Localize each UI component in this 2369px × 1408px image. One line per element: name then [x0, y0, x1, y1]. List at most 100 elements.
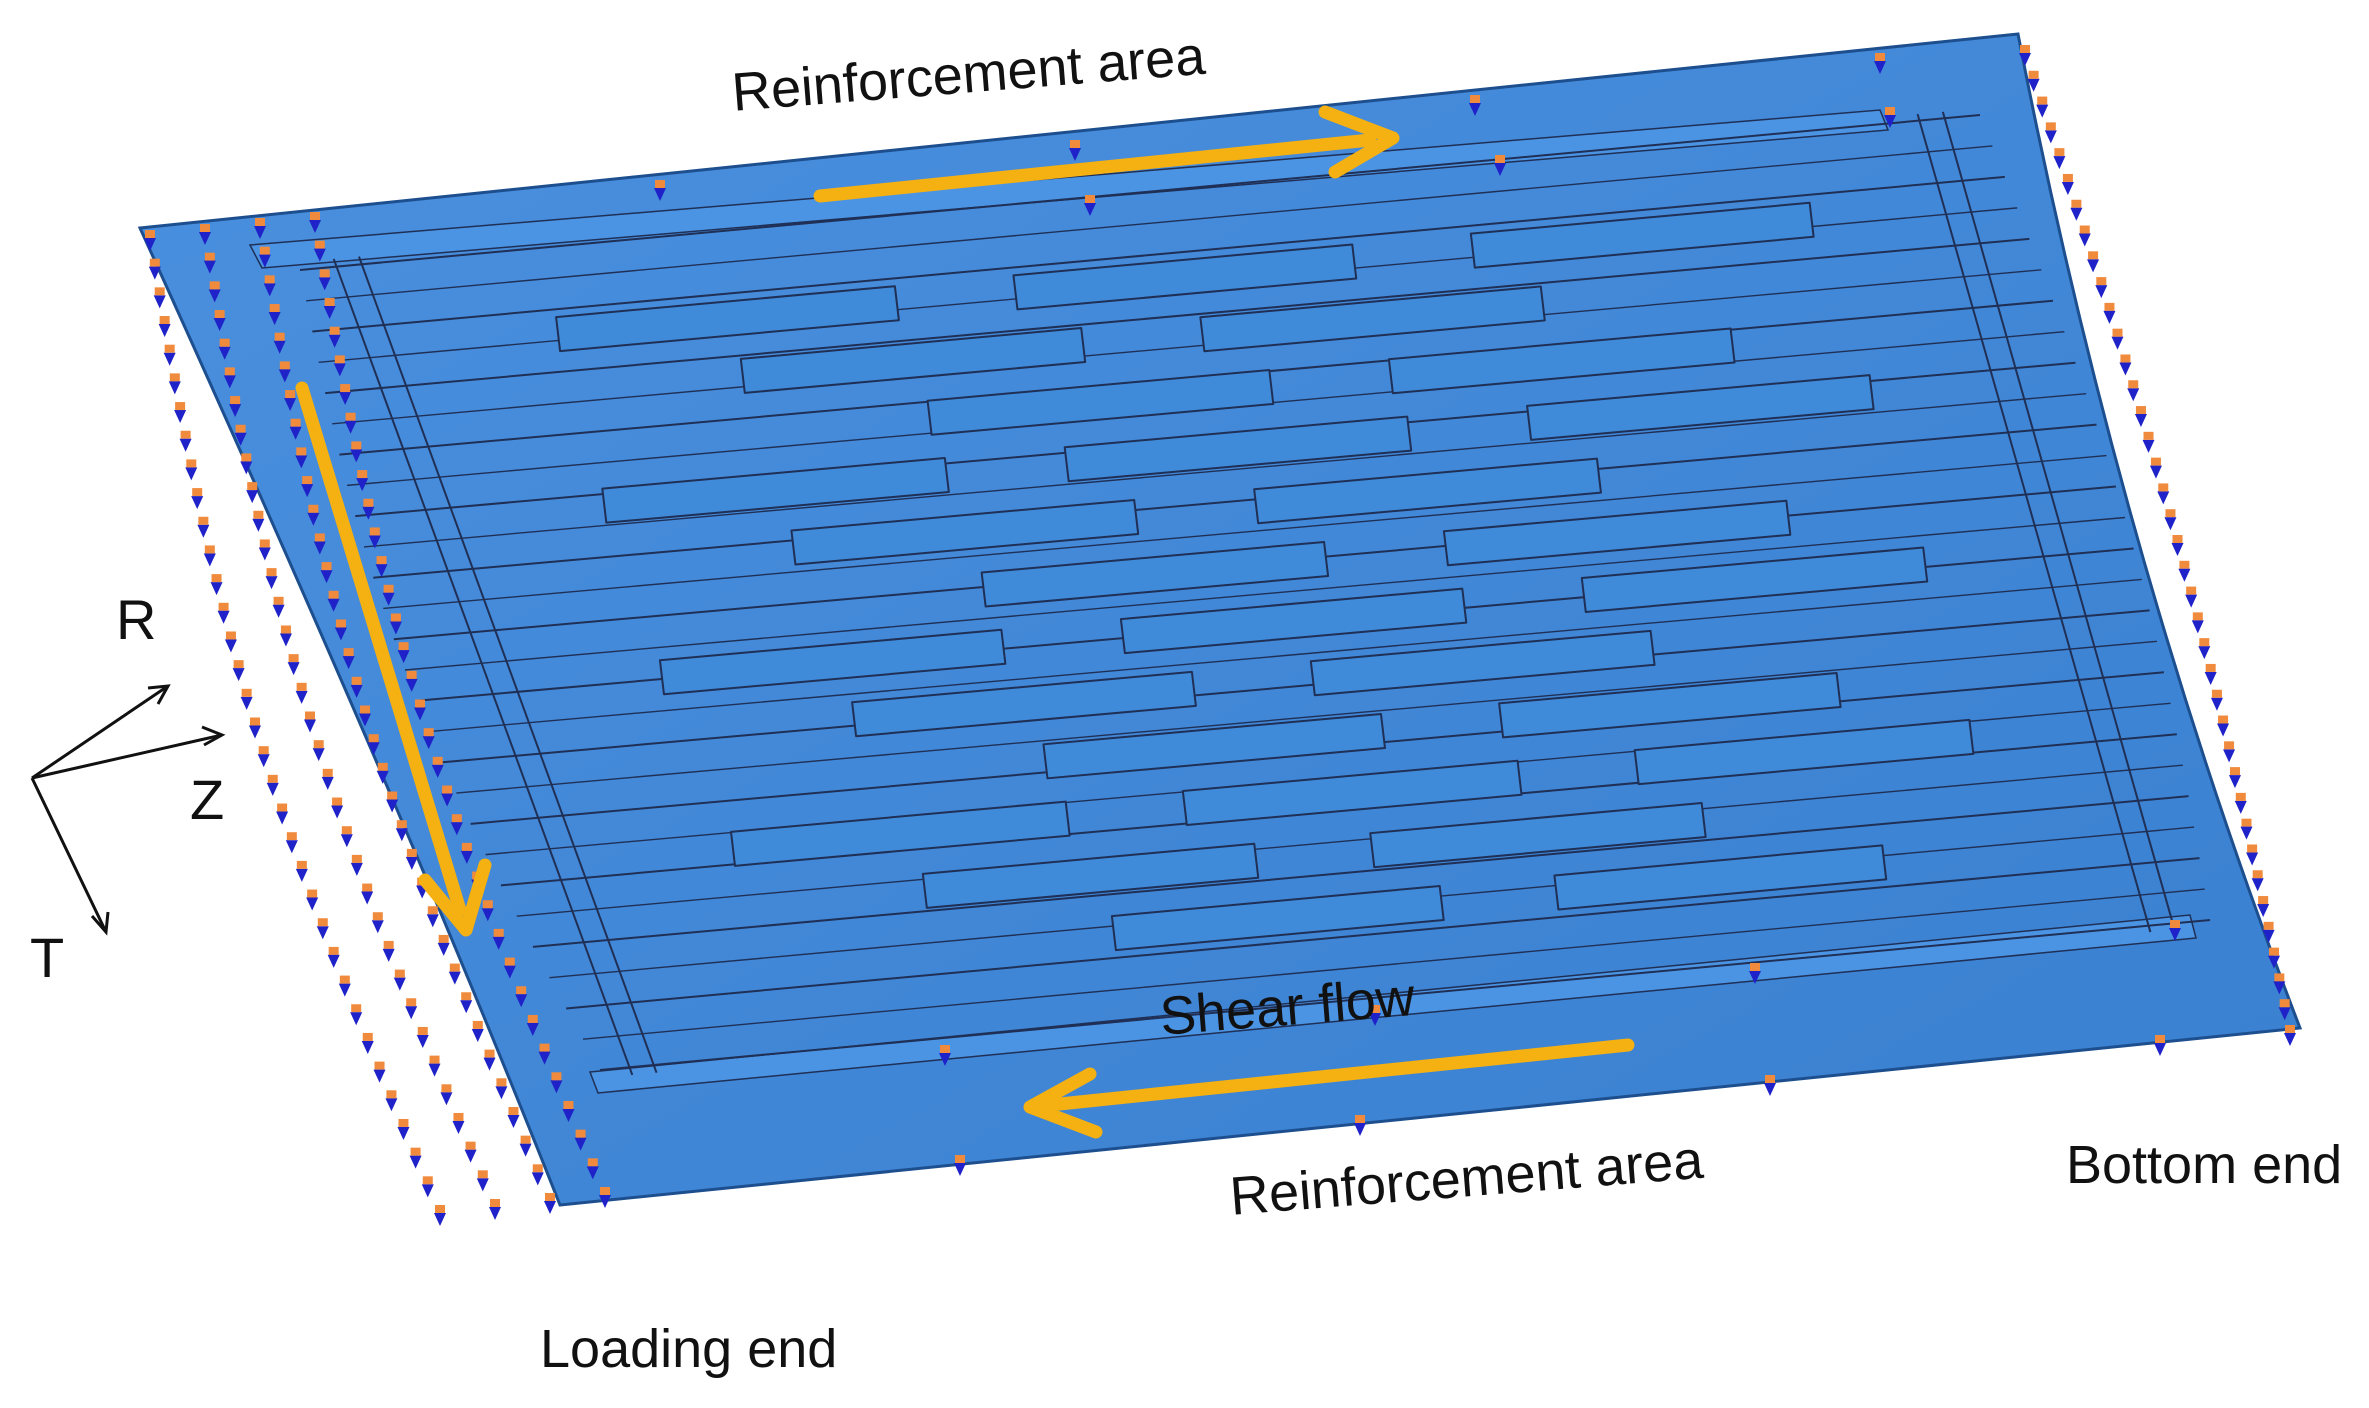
boundary-condition-icon: [276, 803, 289, 825]
boundary-condition-icon: [359, 705, 371, 727]
coordinate-triad-icon: [30, 684, 226, 936]
boundary-condition-icon: [1494, 155, 1506, 176]
boundary-condition-icon: [599, 1187, 611, 1208]
boundary-condition-icon: [258, 246, 271, 268]
boundary-condition-icon: [2111, 328, 2124, 350]
arrow-left-shaft: [295, 381, 467, 917]
cutout-window: [1469, 201, 1815, 269]
boundary-condition-icon: [2078, 225, 2091, 247]
boundary-condition-icon: [2142, 431, 2155, 453]
boundary-condition-icon: [405, 998, 418, 1020]
stringer-line: [306, 145, 1993, 302]
boundary-condition-icon: [295, 860, 308, 882]
boundary-condition-icon: [2119, 354, 2132, 376]
boundary-condition-icon: [273, 332, 286, 354]
boundary-condition-icon: [252, 510, 265, 532]
cutout-window: [1387, 327, 1736, 395]
boundary-condition-icon: [2204, 663, 2217, 685]
boundary-condition-icon: [1749, 963, 1761, 984]
boundary-condition-icon: [405, 670, 418, 692]
boundary-condition-icon: [240, 453, 253, 475]
stringer-line: [456, 640, 2158, 794]
boundary-condition-icon: [562, 1100, 575, 1122]
boundary-condition-icon: [2169, 920, 2181, 941]
boundary-condition-icon: [344, 412, 357, 434]
boundary-condition-icon: [2217, 715, 2230, 737]
boundary-condition-icon: [476, 1170, 489, 1192]
cutout-window: [658, 628, 1007, 696]
boundary-condition-icon: [168, 373, 181, 395]
boundary-condition-icon: [382, 584, 395, 606]
cutout-window: [980, 540, 1330, 608]
loading-end-label: Loading end: [540, 1319, 838, 1379]
boundary-condition-icon: [526, 1014, 539, 1036]
boundary-condition-icon: [2191, 612, 2204, 634]
frame-line: [332, 258, 634, 1076]
axis-t-label: T: [30, 926, 65, 989]
boundary-condition-icon: [2127, 380, 2140, 402]
boundary-condition-icon: [340, 826, 353, 848]
stringer-line: [516, 764, 2183, 917]
boundary-condition-icon: [272, 596, 285, 618]
boundary-condition-icon: [185, 459, 198, 481]
boundary-condition-icon: [515, 986, 528, 1008]
boundary-condition-icon: [318, 269, 331, 291]
boundary-condition-icon: [2164, 509, 2177, 531]
boundary-condition-icon: [2267, 947, 2280, 969]
stringer-line: [566, 857, 2200, 1010]
stringer-line: [325, 237, 2030, 395]
boundary-condition-icon: [503, 957, 516, 979]
boundary-condition-icon: [385, 1090, 398, 1112]
stringer-line: [582, 888, 2205, 1040]
stringer-line: [373, 423, 2097, 579]
boundary-condition-icon: [304, 711, 316, 733]
boundary-condition-icon: [1884, 107, 1896, 128]
stringer-line: [429, 578, 2142, 733]
boundary-condition-icon: [158, 316, 171, 338]
boundary-condition-icon: [1369, 1005, 1381, 1026]
boundary-condition-icon: [507, 1106, 520, 1128]
boundary-condition-icon: [428, 1055, 441, 1077]
frame-line: [1941, 111, 2176, 931]
cutout-window: [1181, 759, 1523, 826]
boundary-condition-icon: [191, 488, 204, 510]
boundary-condition-icon: [342, 648, 355, 670]
cutout-window: [1119, 587, 1468, 655]
boundary-condition-icon: [405, 848, 418, 870]
cutout-window: [1526, 374, 1875, 441]
stringer-line: [312, 175, 2005, 333]
boundary-condition-icon: [1069, 140, 1081, 161]
boundary-condition-icon: [265, 568, 278, 590]
boundary-condition-icon: [327, 946, 340, 968]
arrow-top-shaft: [813, 133, 1377, 203]
boundary-condition-icon: [316, 918, 329, 940]
cutout-window: [1199, 285, 1546, 353]
stringer-line: [383, 454, 2107, 610]
boundary-condition-icon: [1084, 195, 1096, 216]
boundary-condition-icon: [409, 1147, 422, 1169]
cutout-window: [1309, 629, 1656, 697]
boundary-condition-icon: [321, 768, 334, 790]
boundary-condition-icon: [246, 482, 259, 504]
boundary-condition-icon: [197, 516, 210, 538]
boundary-condition-icon: [2087, 251, 2100, 273]
boundary-condition-icon: [1874, 53, 1886, 74]
boundary-condition-icon: [2171, 535, 2184, 556]
boundary-condition-icon: [2044, 122, 2057, 144]
boundary-condition-icon: [339, 384, 352, 406]
boundary-condition-icon: [234, 424, 247, 446]
cutout-window: [921, 842, 1260, 909]
boundary-condition-icon: [307, 504, 320, 526]
boundary-condition-icon: [213, 310, 226, 332]
boundary-condition-icon: [441, 785, 454, 807]
boundary-condition-icon: [586, 1158, 599, 1180]
boundary-condition-icon: [263, 275, 276, 297]
reinforcement-band-top: [248, 109, 1890, 269]
boundary-condition-icon: [386, 791, 399, 813]
stringer-line: [332, 269, 2042, 425]
boundary-condition-icon: [218, 338, 231, 360]
boundary-condition-icon: [2103, 302, 2116, 324]
boundary-condition-icon: [1764, 1075, 1776, 1096]
